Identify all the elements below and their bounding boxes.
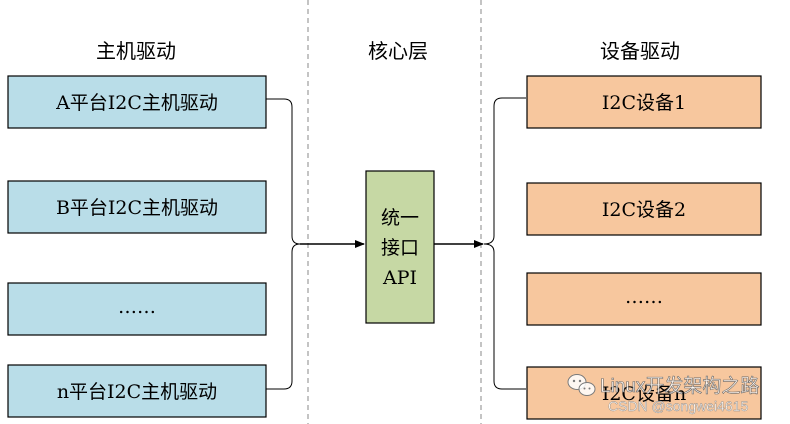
device-driver-box-1: I2C设备1 bbox=[526, 75, 762, 129]
core-label-line2: 接口 bbox=[381, 237, 419, 259]
core-api-box: 统一 接口 API bbox=[365, 170, 435, 324]
host-driver-label: A平台I2C主机驱动 bbox=[55, 92, 218, 114]
device-driver-box-n: I2C设备n bbox=[526, 366, 762, 420]
device-driver-label: …… bbox=[625, 286, 663, 308]
device-driver-box-2: I2C设备2 bbox=[526, 182, 762, 236]
host-connector-a bbox=[266, 98, 301, 245]
core-layer-title: 核心层 bbox=[368, 39, 428, 63]
host-driver-label: B平台I2C主机驱动 bbox=[56, 197, 218, 219]
host-driver-box-a: A平台I2C主机驱动 bbox=[7, 75, 267, 129]
host-connector-n bbox=[266, 243, 301, 390]
device-driver-box-ellipsis: …… bbox=[526, 272, 762, 326]
core-label-line3: API bbox=[382, 267, 417, 289]
host-driver-box-ellipsis: …… bbox=[7, 282, 267, 336]
host-driver-label: n平台I2C主机驱动 bbox=[57, 381, 217, 403]
device-driver-label: I2C设备2 bbox=[602, 199, 686, 221]
device-connector-bottom bbox=[483, 243, 526, 390]
host-driver-label: …… bbox=[118, 296, 156, 318]
host-driver-box-n: n平台I2C主机驱动 bbox=[7, 364, 267, 418]
device-connector-top bbox=[483, 97, 526, 245]
device-drivers-title: 设备驱动 bbox=[600, 39, 680, 63]
device-driver-label: I2C设备1 bbox=[602, 92, 686, 114]
device-driver-label: I2C设备n bbox=[602, 383, 686, 405]
host-driver-box-b: B平台I2C主机驱动 bbox=[7, 180, 267, 234]
host-drivers-title: 主机驱动 bbox=[96, 39, 176, 63]
wechat-icon bbox=[567, 374, 596, 396]
watermark: Linux开发架构之路 CSDN @songwei4615 bbox=[567, 374, 760, 414]
core-label-line1: 统一 bbox=[381, 207, 419, 229]
watermark-account: Linux开发架构之路 bbox=[600, 375, 759, 397]
watermark-credit: CSDN @songwei4615 bbox=[608, 398, 748, 414]
